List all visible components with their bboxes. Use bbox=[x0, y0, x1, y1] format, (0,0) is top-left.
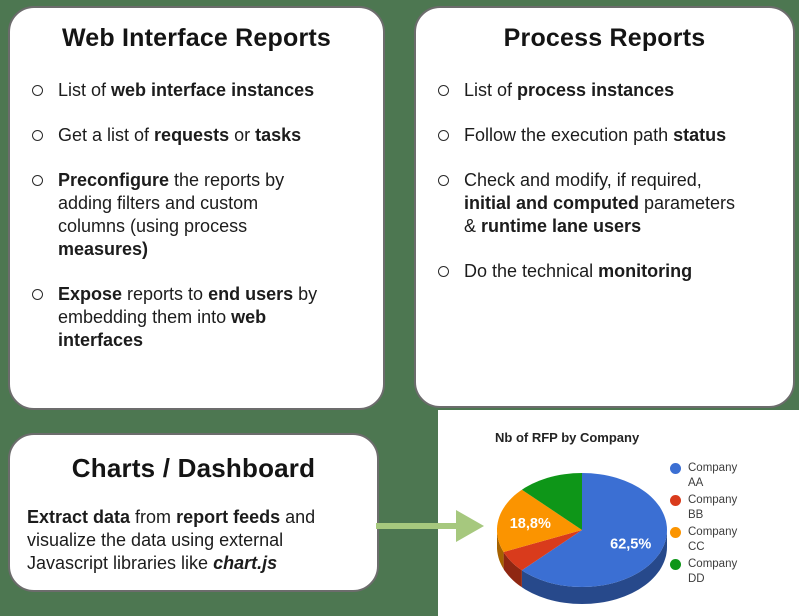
bullet-item: List of web interface instances bbox=[32, 79, 377, 102]
bullet-circle-icon bbox=[32, 289, 43, 300]
bullet-circle-icon bbox=[32, 85, 43, 96]
flow-arrow-icon bbox=[376, 510, 484, 542]
pie-slice bbox=[521, 473, 582, 530]
chart-legend: Company AA Company BB Company CC Company DD bbox=[670, 461, 748, 589]
pie-chart: 62,5% 18,8% bbox=[497, 473, 667, 604]
bullet-item: Do the technical monitoring bbox=[438, 260, 787, 283]
legend-item: Company BB bbox=[670, 493, 748, 522]
card-process-reports: Process Reports List of process instance… bbox=[414, 6, 795, 408]
pie-slice bbox=[521, 473, 667, 587]
bullet-text: List of process instances bbox=[464, 80, 675, 100]
bullet-item: Check and modify, if required,initial an… bbox=[438, 169, 787, 238]
bullet-circle-icon bbox=[32, 175, 43, 186]
legend-label: Company CC bbox=[688, 526, 738, 553]
pie-slice-label: 62,5% bbox=[610, 537, 651, 553]
legend-label: Company AA bbox=[688, 462, 738, 489]
pie-slice bbox=[503, 552, 522, 588]
bullet-text: Do the technical monitoring bbox=[464, 261, 693, 281]
bullet-circle-icon bbox=[32, 130, 43, 141]
legend-color-swatch bbox=[670, 559, 681, 570]
legend-color-swatch bbox=[670, 495, 681, 506]
legend-item: Company DD bbox=[670, 557, 748, 586]
pie-slice bbox=[497, 530, 504, 569]
card-charts-dashboard: Charts / Dashboard Extract data from rep… bbox=[8, 433, 379, 592]
legend-color-swatch bbox=[670, 527, 681, 538]
legend-label: Company DD bbox=[688, 558, 738, 585]
chart-title: Nb of RFP by Company bbox=[495, 430, 640, 445]
legend-item: Company CC bbox=[670, 525, 748, 554]
legend-label: Company BB bbox=[688, 494, 738, 521]
pie-slice bbox=[503, 530, 582, 571]
pie-slice bbox=[497, 489, 582, 552]
card-title: Charts / Dashboard bbox=[71, 453, 316, 483]
bullet-circle-icon bbox=[438, 130, 449, 141]
bullet-item: List of process instances bbox=[438, 79, 787, 102]
bullet-item: Follow the execution path status bbox=[438, 124, 787, 147]
legend-item: Company AA bbox=[670, 461, 748, 490]
bullet-circle-icon bbox=[438, 266, 449, 277]
bullet-item: Get a list of requests or tasks bbox=[32, 124, 377, 147]
pie-slice-label: 18,8% bbox=[510, 516, 551, 532]
bullet-text: Get a list of requests or tasks bbox=[58, 125, 302, 145]
bullet-text: Follow the execution path status bbox=[464, 125, 727, 145]
card-title: Web Interface Reports bbox=[61, 24, 332, 52]
bullet-circle-icon bbox=[438, 175, 449, 186]
pie-chart-panel: Nb of RFP by Company 62,5% 18,8% Company … bbox=[438, 410, 799, 616]
bullet-text: List of web interface instances bbox=[58, 80, 315, 100]
legend-color-swatch bbox=[670, 463, 681, 474]
bullet-circle-icon bbox=[438, 85, 449, 96]
pie-slice bbox=[521, 530, 667, 604]
bullet-text: Check and modify, if required,initial an… bbox=[464, 170, 736, 236]
card-web-interface-reports: Web Interface Reports List of web interf… bbox=[8, 6, 385, 410]
card-title: Process Reports bbox=[503, 24, 706, 52]
